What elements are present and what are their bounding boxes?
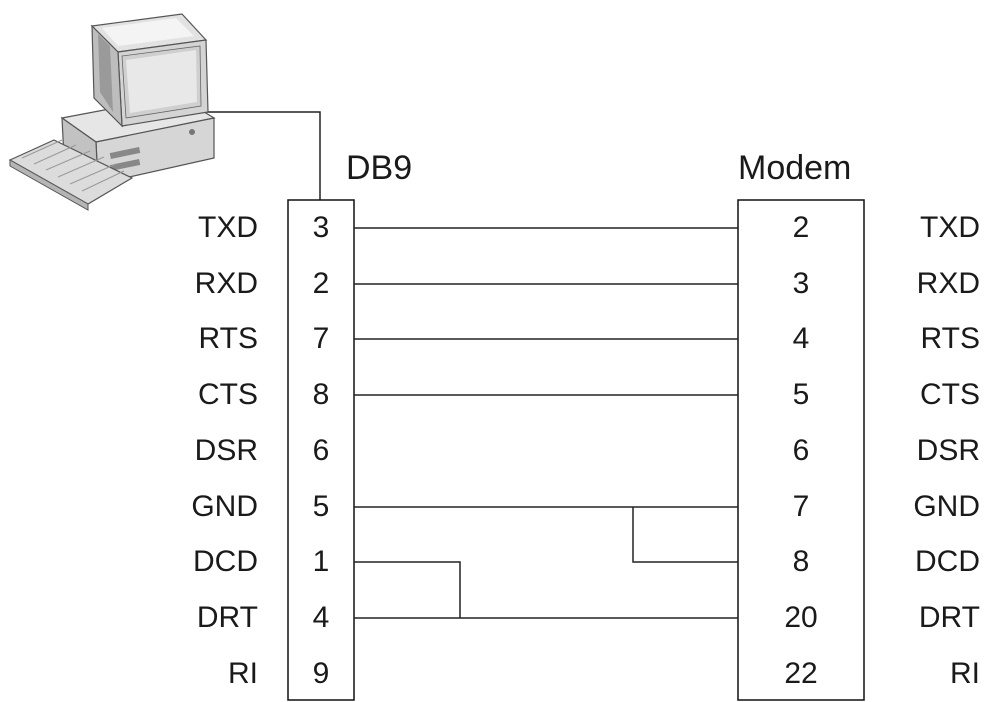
- wire-dcd-drt-bridge: [354, 561, 461, 618]
- modem-pin-number: 6: [792, 434, 810, 467]
- db9-pin-number: 4: [312, 601, 330, 634]
- modem-pin-number: 2: [792, 211, 810, 244]
- db9-pin-number: 5: [312, 490, 330, 523]
- db9-pin-number: 2: [312, 267, 330, 300]
- modem-pin-number: 5: [792, 378, 810, 411]
- modem-signal-label: DRT: [918, 601, 980, 634]
- modem-signal-label: RTS: [920, 322, 980, 355]
- db9-pin-number: 3: [312, 211, 330, 244]
- db9-connector-box: [287, 199, 355, 701]
- db9-pin-number: 9: [312, 657, 330, 690]
- modem-pin-number: 22: [784, 657, 818, 690]
- modem-pin-number: 7: [792, 490, 810, 523]
- db9-signal-label: RTS: [198, 322, 258, 355]
- modem-signal-label: TXD: [920, 211, 980, 244]
- db9-pin-number: 7: [312, 322, 330, 355]
- db9-signal-label: DSR: [194, 434, 258, 467]
- computer-cable: [192, 111, 321, 200]
- modem-pin-number: 3: [792, 267, 810, 300]
- modem-pin-number: 4: [792, 322, 810, 355]
- db9-pin-number: 1: [312, 545, 330, 578]
- modem-connector-box: [737, 199, 865, 701]
- modem-pin-number: 20: [784, 601, 818, 634]
- wire-gnd-dcd-bridge: [632, 507, 738, 563]
- db9-pin-number: 6: [312, 434, 330, 467]
- modem-signal-label: CTS: [920, 378, 980, 411]
- db9-signal-label: TXD: [198, 211, 258, 244]
- db9-signal-label: RI: [228, 657, 258, 690]
- db9-pin-number: 8: [312, 378, 330, 411]
- db9-signal-label: RXD: [194, 267, 258, 300]
- modem-signal-label: DCD: [915, 545, 980, 578]
- modem-pin-number: 8: [792, 545, 810, 578]
- db9-signal-label: DRT: [196, 601, 258, 634]
- modem-signal-label: GND: [913, 490, 980, 523]
- db9-signal-label: GND: [191, 490, 258, 523]
- db9-header: DB9: [346, 149, 413, 187]
- modem-signal-label: RI: [950, 657, 980, 690]
- modem-signal-label: DSR: [916, 434, 980, 467]
- db9-signal-label: CTS: [198, 378, 258, 411]
- desktop-computer-icon: [8, 13, 216, 211]
- modem-header: Modem: [738, 149, 852, 187]
- db9-signal-label: DCD: [193, 545, 258, 578]
- modem-signal-label: RXD: [916, 267, 980, 300]
